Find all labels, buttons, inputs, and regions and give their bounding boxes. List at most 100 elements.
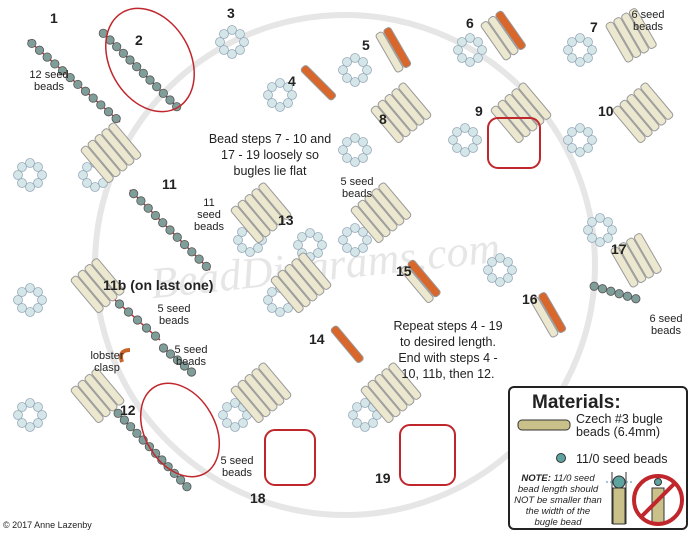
bugle-bead [633,88,667,126]
seed-bead [583,37,593,47]
thread [27,39,121,123]
seed-bead [495,253,505,263]
bead-size-comparison [606,472,684,526]
seed-bead [495,277,505,287]
seed-bead [201,261,211,271]
bugle-bead [101,128,135,166]
seed-bead [358,57,368,67]
seed-bead [468,127,478,137]
seed-bead [50,59,60,69]
bugle-bead [518,82,552,120]
bugle-bead [370,105,404,143]
seed-bead [17,178,27,188]
seed-bead [132,62,142,72]
seed-bead [567,143,577,153]
seed-bead [263,90,273,100]
bugle-bead [251,368,285,406]
seed-bead [165,95,175,105]
thread-loop [139,382,221,478]
seed-bead [111,113,121,124]
seed-bead [187,247,197,257]
step-11b-label: 11b (on last one) [103,277,214,293]
bugle-bead-icon [517,419,571,431]
seed-bead [473,53,483,63]
seed-bead [275,78,285,88]
step-12-label: 12 [120,402,136,418]
seed-bead [465,57,475,67]
seed-bead [82,178,92,188]
label-5-seed-beads-c: 5 seed beads [174,344,208,368]
seed-bead [352,402,362,412]
seed-bead [222,418,232,428]
seed-bead [25,398,35,408]
seed-bead [267,287,277,297]
bugle-bead [504,94,538,132]
seed-bead [237,227,247,237]
seed-bead [27,38,37,49]
seed-bead [230,398,240,408]
seed-bead [172,232,182,242]
copyright: © 2017 Anne Lazenby [3,520,92,530]
seed-bead [129,189,139,199]
bugle-bead [291,258,325,296]
seed-bead [25,182,35,192]
seed-bead [158,88,168,98]
bugle-bead [391,88,425,126]
bugle-bead [298,252,332,290]
seed-bead [575,33,585,43]
seed-bead [267,82,277,92]
seed-bead [125,55,135,65]
seed-bead [25,422,35,432]
thread-loop [487,117,541,169]
seed-bead [338,145,348,155]
step-13-label: 13 [278,212,294,228]
label-lobster-clasp: lobster clasp [90,350,124,374]
seed-bead [57,66,68,76]
seed-bead [179,239,190,250]
seed-bead [34,45,45,55]
label-11-seed-beads: 11 seed beads [194,197,224,233]
bugle-bead [398,82,432,120]
seed-bead [342,153,352,163]
seed-bead [575,57,585,67]
seed-bead [17,287,27,297]
bugle-bead [77,379,111,418]
seed-bead [90,182,100,192]
bugle-bead [270,275,304,313]
seed-bead [96,100,106,110]
seed-bead [603,233,613,243]
seed-bead [158,343,169,353]
seed-bead [606,286,616,296]
seed-bead [503,257,513,267]
seed-bead [33,402,43,412]
step-2-label: 2 [135,32,143,48]
seed-bead [350,53,360,63]
bugle-bead [84,374,118,412]
step-8-label: 8 [379,111,387,127]
seed-bead [182,482,192,492]
bugle-bead [300,65,337,101]
seed-bead [163,462,173,472]
bugle-bead [628,8,657,50]
seed-bead [227,49,237,59]
seed-bead [313,232,323,242]
seed-bead [123,307,134,317]
bugle-bead [237,379,271,418]
seed-bead [350,247,360,257]
seed-bead [37,410,47,420]
seed-bead [465,33,475,43]
seed-bead [283,82,293,92]
seed-bead [176,475,186,485]
seed-bead [215,37,225,47]
seed-bead [267,98,277,108]
seed-bead [25,307,35,317]
seed-bead [25,283,35,293]
seed-bead [483,265,493,275]
label-5-seed-beads-b: 5 seed beads [157,303,191,327]
seed-bead [587,45,597,55]
bugle-bead [91,258,125,296]
label-6-seed-beads-b: 6 seed beads [649,313,683,337]
label-6-seed-beads: 6 seed beads [631,9,665,33]
seed-bead [589,281,599,291]
seed-bead [287,90,297,100]
